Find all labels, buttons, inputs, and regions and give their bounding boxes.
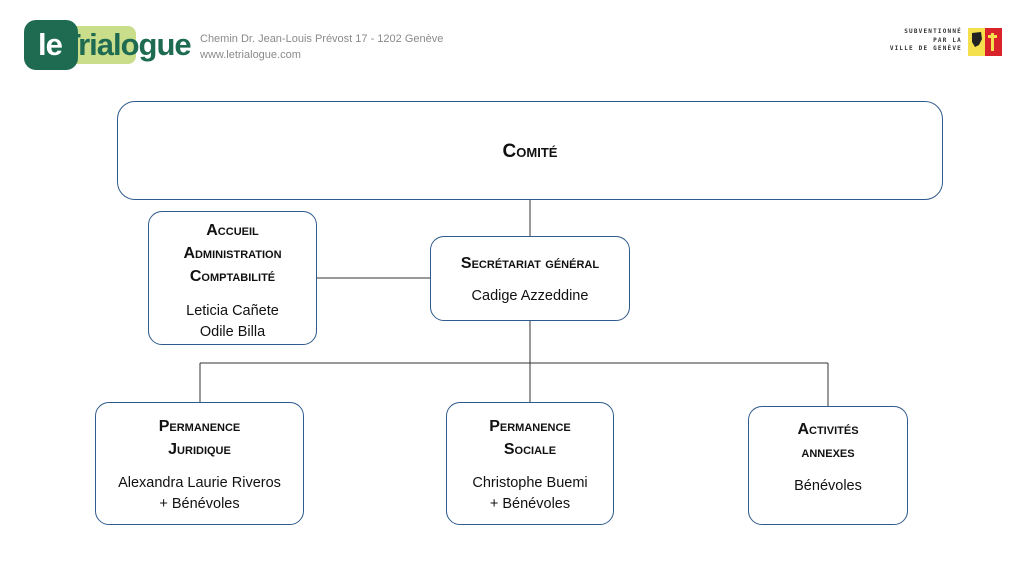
logo-text-le: le xyxy=(38,27,63,62)
logo-text: leTrialogue xyxy=(38,27,192,62)
comite-title: Comité xyxy=(502,141,558,162)
sociale-name: Christophe Buemi xyxy=(472,475,588,491)
geneva-coat-of-arms-icon xyxy=(968,28,1002,56)
comite-box: Comité xyxy=(117,101,943,200)
sociale-title-line: Permanence xyxy=(489,418,571,435)
address-line: Chemin Dr. Jean-Louis Prévost 17 - 1202 … xyxy=(200,33,444,45)
subvention-text: SUBVENTIONNÉ PAR LA VILLE DE GENÈVE xyxy=(858,28,962,54)
sociale-name: + Bénévoles xyxy=(489,496,571,512)
subvention-line-1: SUBVENTIONNÉ xyxy=(904,28,962,35)
sociale-title-line: Sociale xyxy=(503,441,557,458)
secretariat-name: Cadige Azzeddine xyxy=(471,288,589,304)
juridique-name: + Bénévoles xyxy=(159,496,240,512)
sociale-box: Permanence Sociale Christophe Buemi + Bé… xyxy=(446,402,614,525)
accueil-title-line: Administration xyxy=(183,245,282,262)
subvention-line-2: PAR LA xyxy=(933,36,962,44)
address-block: Chemin Dr. Jean-Louis Prévost 17 - 1202 … xyxy=(200,31,443,63)
juridique-box: Permanence Juridique Alexandra Laurie Ri… xyxy=(95,402,304,525)
logo-text-trialogue: Trialogue xyxy=(61,27,192,62)
accueil-name: Leticia Cañete xyxy=(186,303,279,319)
activites-title-line: Activités xyxy=(797,421,859,438)
website-line: www.letrialogue.com xyxy=(200,49,301,61)
accueil-title-line: Comptabilité xyxy=(189,268,276,285)
subvention-badge: SUBVENTIONNÉ PAR LA VILLE DE GENÈVE xyxy=(858,27,1006,57)
letrialogue-logo: leTrialogue xyxy=(24,20,192,70)
accueil-name: Odile Billa xyxy=(199,324,266,340)
accueil-box: Accueil Administration Comptabilité Leti… xyxy=(148,211,317,345)
activites-box: Activités annexes Bénévoles xyxy=(748,406,908,525)
logo-dark-shape xyxy=(24,20,78,70)
juridique-title-line: Permanence xyxy=(158,418,241,435)
juridique-name: Alexandra Laurie Riveros xyxy=(118,475,281,491)
activites-title-line: annexes xyxy=(801,444,855,461)
juridique-title-line: Juridique xyxy=(168,441,231,458)
secretariat-box: Secrétariat général Cadige Azzeddine xyxy=(430,236,630,321)
subvention-line-3: VILLE DE GENÈVE xyxy=(889,45,962,52)
activites-name: Bénévoles xyxy=(794,478,862,494)
accueil-title-line: Accueil xyxy=(206,222,259,239)
secretariat-title: Secrétariat général xyxy=(460,255,600,272)
